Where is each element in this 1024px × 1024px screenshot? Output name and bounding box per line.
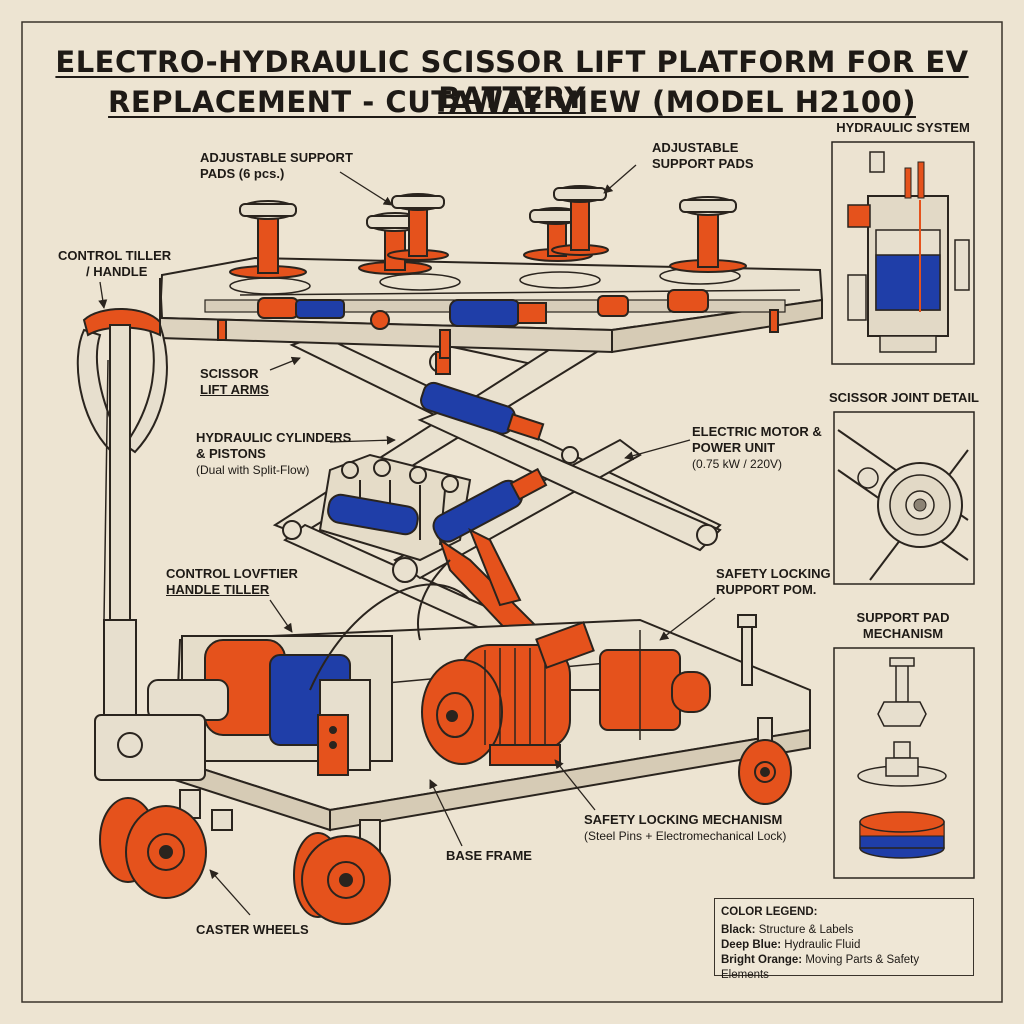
label-control-tiller: CONTROL TILLER / HANDLE [58, 248, 172, 279]
label-scissor-arms: SCISSOR LIFT ARMS [200, 366, 269, 397]
panel-title-joint: SCISSOR JOINT DETAIL [829, 390, 979, 405]
label-hydraulic-cylinders: HYDRAULIC CYLINDERS & PISTONS (Dual with… [196, 430, 352, 477]
label-electric-motor: ELECTRIC MOTOR & POWER UNIT (0.75 kW / 2… [692, 424, 822, 471]
outer-border [21, 21, 1003, 1003]
label-base-frame: BASE FRAME [446, 848, 532, 863]
title-line-1: ELECTRO-HYDRAULIC SCISSOR LIFT PLATFORM … [55, 45, 969, 115]
electric-motor [421, 621, 595, 766]
caster-wheels [99, 717, 792, 925]
adjustable-support-pads [229, 185, 747, 279]
legend-heading: COLOR LEGEND: [721, 906, 818, 918]
title-line-2: REPLACEMENT - CUTAWAY VIEW (MODEL H2100) [108, 85, 916, 119]
control-tiller-handle [76, 308, 168, 756]
support-pad-panel [833, 647, 975, 879]
label-control-lovftier: CONTROL LOVFTIER HANDLE TILLER [166, 566, 298, 597]
label-support-pads-right: ADJUSTABLE SUPPORT PADS [652, 140, 754, 171]
label-support-pads-left: ADJUSTABLE SUPPORT PADS (6 pcs.) [200, 150, 353, 181]
label-safety-mechanism: SAFETY LOCKING MECHANISM (Steel Pins + E… [584, 812, 787, 843]
legend-item-blue: Deep Blue: Hydraulic Fluid [721, 939, 861, 951]
hydraulic-pump [570, 649, 711, 731]
scissor-joint-panel [833, 411, 975, 585]
legend-item-orange: Bright Orange: Moving Parts & Safety Ele… [721, 954, 920, 981]
platform-cylinders [217, 289, 779, 359]
hydraulic-system-panel [831, 141, 975, 365]
tiller-base-unit [94, 679, 233, 831]
panel-title-pad: SUPPORT PAD MECHANISM [856, 610, 950, 641]
label-safety-locking-support: SAFETY LOCKING RUPPORT POM. [716, 566, 831, 597]
hydraulic-tank [181, 559, 471, 776]
label-caster-wheels: CASTER WHEELS [196, 922, 309, 937]
color-legend: COLOR LEGEND: Black: Structure & Labels … [714, 898, 974, 981]
legend-item-black: Black: Structure & Labels [721, 924, 854, 936]
panel-title-hydraulic: HYDRAULIC SYSTEM [836, 120, 970, 135]
leader-lines [98, 164, 716, 916]
